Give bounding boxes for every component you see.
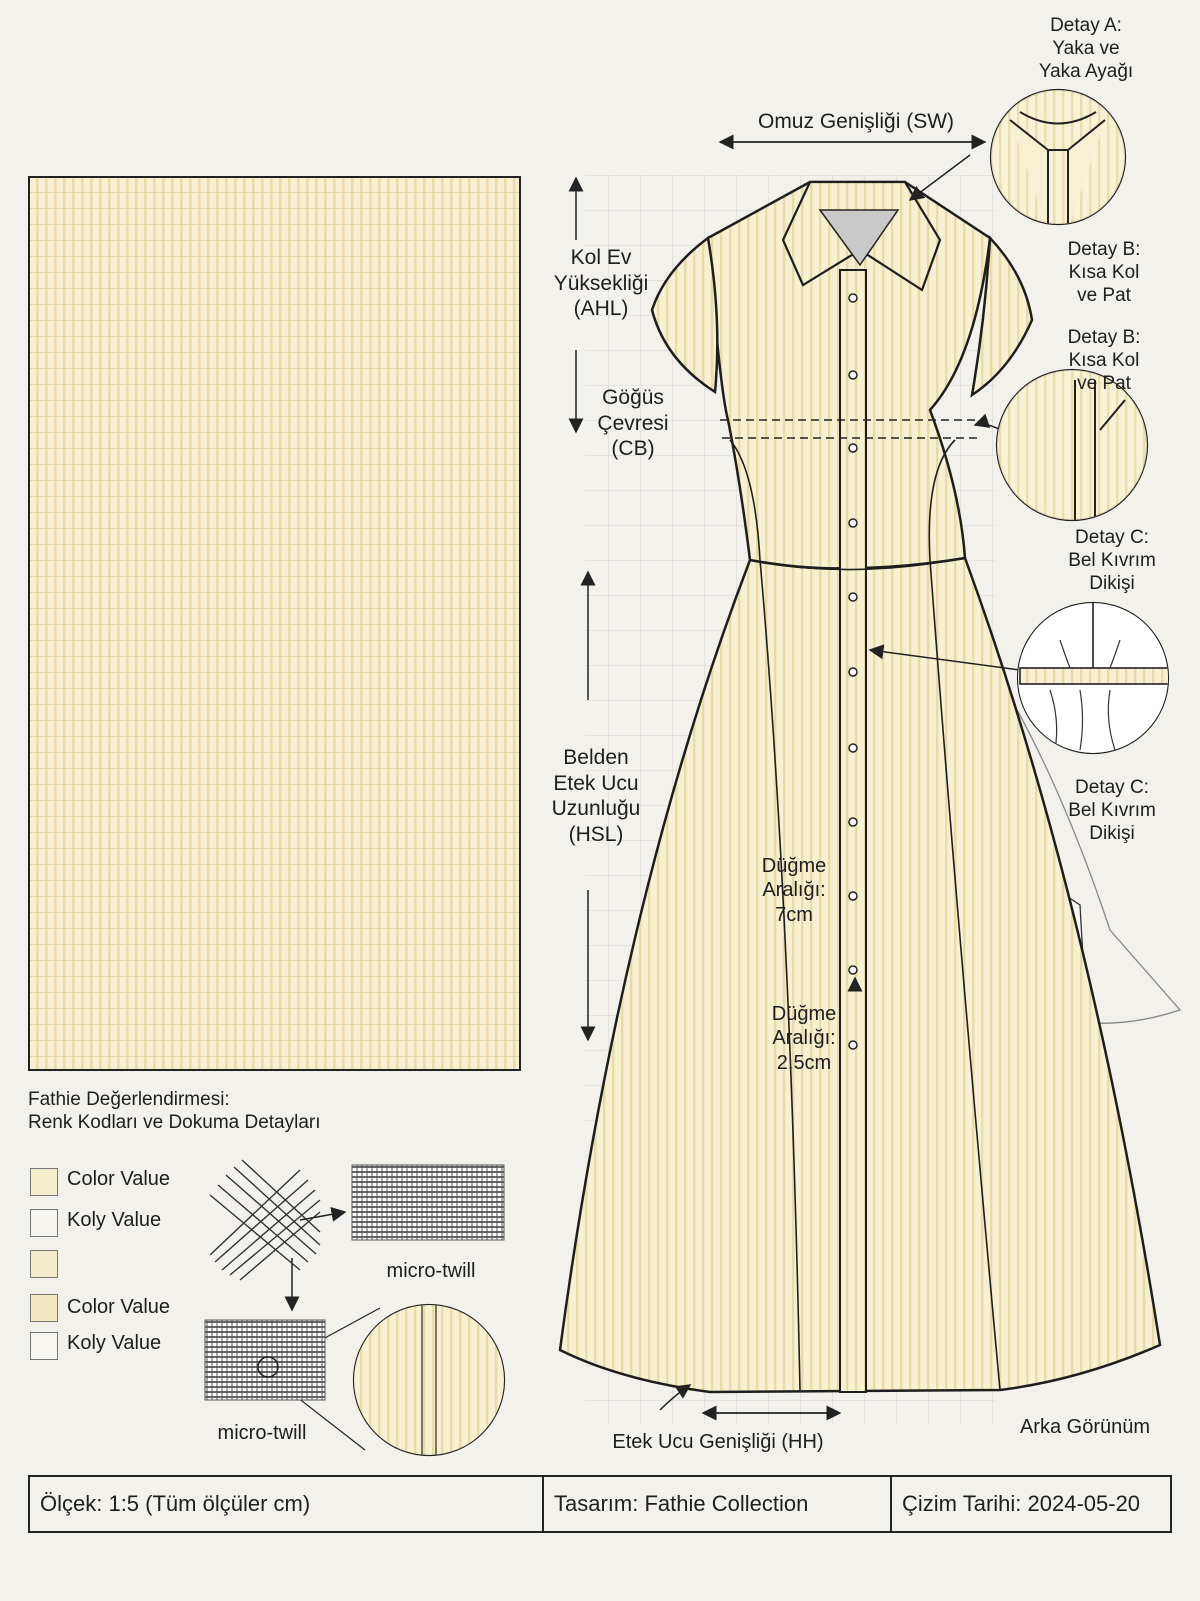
swatch-label-4: Color Value [67, 1296, 171, 1318]
swatch-4 [30, 1294, 58, 1322]
right-sleeve [970, 235, 1034, 398]
back-view-label: Arka Görünüm [1019, 1416, 1151, 1438]
left-sleeve [650, 235, 719, 395]
detail-a-label: Detay A: Yaka ve Yaka Ayağı [1038, 15, 1134, 83]
weave-cross-diagram [209, 1159, 321, 1281]
swatch-3 [30, 1250, 58, 1278]
weave-label-2: micro-twill [217, 1422, 307, 1444]
fabric-swatch [28, 176, 521, 1071]
swatch-label-5: Koly Value [67, 1332, 162, 1354]
weave-pattern-2 [204, 1319, 326, 1401]
swatch-2 [30, 1209, 58, 1237]
hem-length-label: Belden Etek Ucu Uzunluğu (HSL) [551, 746, 641, 846]
scale-cell: Ölçek: 1:5 (Tüm ölçüler cm) [40, 1491, 311, 1516]
swatch-1 [30, 1168, 58, 1196]
design-cell: Tasarım: Fathie Collection [542, 1477, 890, 1531]
detail-b-label-2: Detay B: Kısa Kol ve Pat [1067, 327, 1141, 395]
detail-a-circle [989, 88, 1127, 226]
shoulder-width-label: Omuz Genişliği (SW) [757, 110, 955, 133]
detail-c-circle [1016, 601, 1170, 755]
hem-width-label: Etek Ucu Genişliği (HH) [612, 1431, 824, 1453]
date-cell: Çizim Tarihi: 2024-05-20 [890, 1477, 1170, 1531]
legend-title: Fathie Değerlendirmesi: Renk Kodları ve … [28, 1089, 321, 1134]
title-block: Ölçek: 1:5 (Tüm ölçüler cm) Tasarım: Fat… [28, 1475, 1172, 1533]
detail-b-label-1: Detay B: Kısa Kol ve Pat [1067, 239, 1141, 307]
armhole-height-label: Kol Ev Yüksekliği (AHL) [553, 246, 649, 321]
stripe-magnify-circle [274, 1303, 506, 1457]
swatch-label-2: Koly Value [67, 1209, 162, 1231]
chest-label: Göğüs Çevresi (CB) [597, 386, 669, 461]
button-spacing-label-2: Düğme Aralığı: 2.5cm [771, 1003, 837, 1074]
weave-label-1: micro-twill [386, 1260, 476, 1282]
swatch-5 [30, 1332, 58, 1360]
buttons [848, 293, 858, 1050]
detail-b-circle [995, 368, 1149, 522]
button-placket [839, 269, 867, 1393]
button-spacing-label-1: Düğme Aralığı: 7cm [761, 855, 827, 926]
detail-c-label-2: Detay C: Bel Kıvrım Dikişi [1068, 777, 1156, 845]
detail-c-label-1: Detay C: Bel Kıvrım Dikişi [1068, 527, 1156, 595]
swatch-label-1: Color Value [67, 1168, 171, 1190]
weave-pattern-1 [351, 1164, 505, 1241]
